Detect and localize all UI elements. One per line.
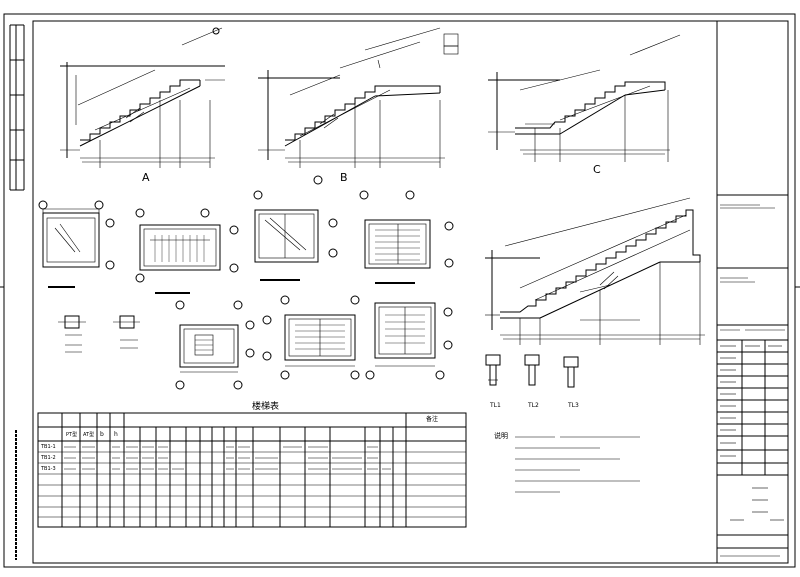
notes-block	[515, 436, 640, 493]
plan-2	[135, 208, 239, 294]
table-header-h: h	[114, 431, 118, 438]
beam-label-tl2: TL2	[527, 402, 539, 409]
stair-section-large	[485, 197, 705, 345]
table-row-3-id: TB1-3	[40, 466, 56, 472]
detail-small-2	[113, 315, 140, 349]
plan-5	[175, 300, 255, 390]
stair-schedule-table	[37, 412, 467, 528]
stair-section-b	[258, 27, 459, 168]
plan-3	[253, 175, 338, 281]
table-header-b: b	[100, 431, 104, 438]
detail-small-1	[58, 315, 86, 353]
title-block	[716, 21, 788, 563]
plan-4	[359, 190, 454, 284]
beam-label-tl1: TL1	[489, 402, 501, 409]
outer-frame	[3, 13, 796, 568]
beam-section-tl3	[563, 356, 579, 388]
stair-section-a	[60, 27, 225, 168]
table-row-1-id: TB1-1	[40, 444, 56, 450]
table-row-2-id: TB1-2	[40, 455, 56, 461]
inner-frame	[32, 20, 789, 564]
stair-section-c	[488, 34, 681, 162]
section-c-label: C	[593, 163, 601, 176]
binding-strip	[9, 24, 25, 560]
table-header-at: AT型	[83, 431, 94, 438]
plan-1	[38, 200, 115, 288]
beam-section-tl2	[524, 354, 540, 386]
plan-7	[365, 302, 453, 380]
table-header-pt: PT型	[66, 431, 77, 438]
section-b-label: B	[340, 171, 348, 184]
section-a-label: A	[142, 171, 150, 184]
table-title: 楼梯表	[252, 400, 279, 412]
beam-label-tl3: TL3	[567, 402, 579, 409]
notes-heading: 说明	[494, 431, 508, 440]
plan-6	[262, 295, 360, 380]
beam-section-tl1	[485, 354, 501, 386]
table-header-remark: 备注	[426, 415, 438, 423]
